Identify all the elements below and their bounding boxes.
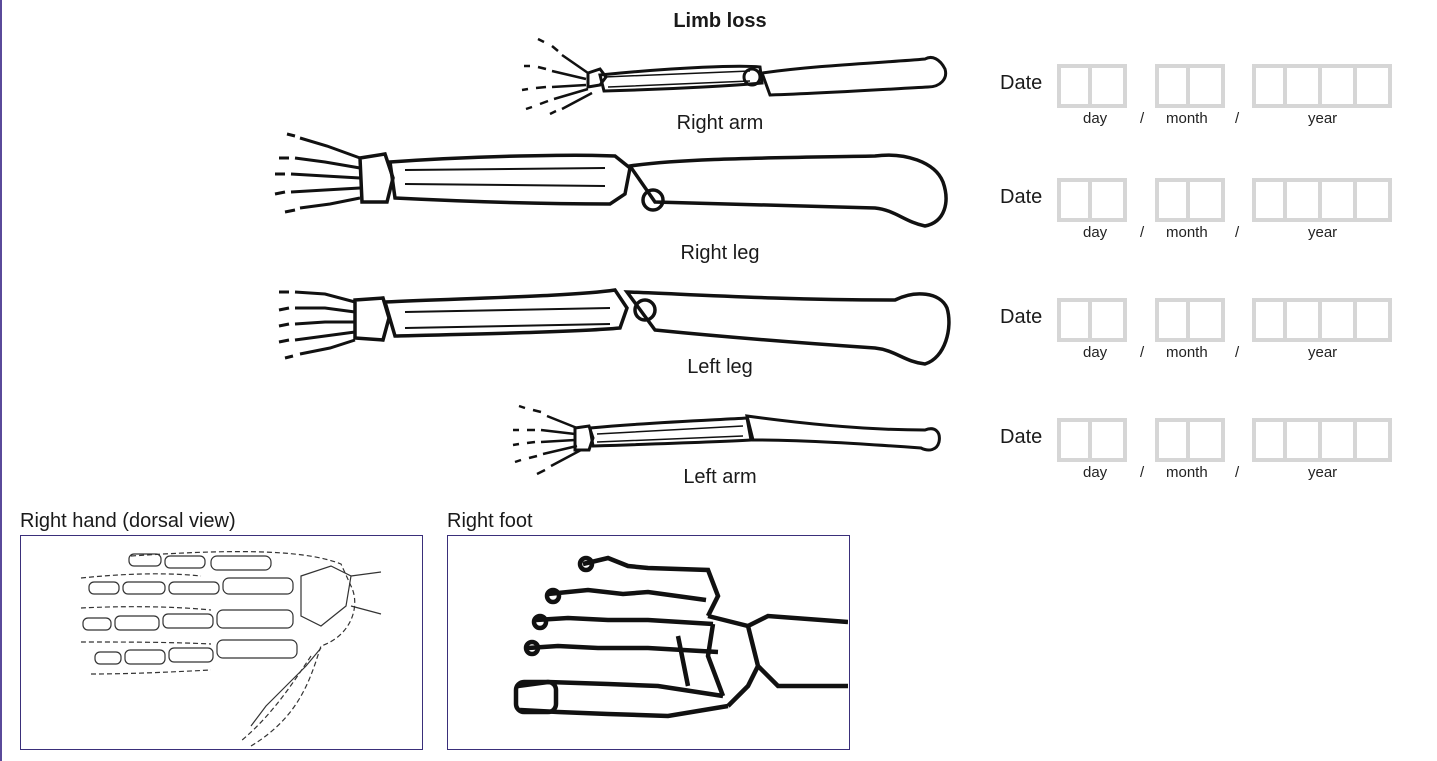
month-caption: month xyxy=(1166,344,1208,361)
date-label: Date xyxy=(1000,426,1042,449)
date-row-left-arm: Date day / month / year xyxy=(1000,418,1420,488)
day-digit-1[interactable] xyxy=(1057,418,1092,462)
year-caption: year xyxy=(1308,224,1337,241)
year-digit-2[interactable] xyxy=(1287,64,1322,108)
left-leg-bones-icon xyxy=(255,278,955,388)
date-separator: / xyxy=(1140,464,1144,481)
year-digit-1[interactable] xyxy=(1252,64,1287,108)
year-digit-4[interactable] xyxy=(1357,64,1392,108)
date-separator: / xyxy=(1235,464,1239,481)
month-digit-1[interactable] xyxy=(1155,418,1190,462)
year-digit-3[interactable] xyxy=(1322,418,1357,462)
month-digit-2[interactable] xyxy=(1190,64,1225,108)
date-separator: / xyxy=(1140,224,1144,241)
day-digit-2[interactable] xyxy=(1092,298,1127,342)
day-digit-1[interactable] xyxy=(1057,178,1092,222)
hand-panel-label: Right hand (dorsal view) xyxy=(20,510,236,533)
year-digit-4[interactable] xyxy=(1357,298,1392,342)
date-row-right-leg: Date day / month / year xyxy=(1000,178,1420,248)
year-digit-1[interactable] xyxy=(1252,298,1287,342)
day-digit-2[interactable] xyxy=(1092,64,1127,108)
year-digit-2[interactable] xyxy=(1287,178,1322,222)
date-separator: / xyxy=(1235,110,1239,127)
day-caption: day xyxy=(1083,464,1107,481)
year-caption: year xyxy=(1308,110,1337,127)
day-caption: day xyxy=(1083,224,1107,241)
date-label: Date xyxy=(1000,186,1042,209)
month-digit-1[interactable] xyxy=(1155,64,1190,108)
year-caption: year xyxy=(1308,344,1337,361)
day-caption: day xyxy=(1083,110,1107,127)
month-caption: month xyxy=(1166,464,1208,481)
page-left-border xyxy=(0,0,2,761)
limb-label-right-leg: Right leg xyxy=(620,242,820,265)
right-hand-dorsal-icon xyxy=(21,536,421,748)
day-digit-1[interactable] xyxy=(1057,64,1092,108)
year-digit-1[interactable] xyxy=(1252,418,1287,462)
year-digit-4[interactable] xyxy=(1357,418,1392,462)
date-row-right-arm: Date day / month / year xyxy=(1000,64,1420,134)
left-leg-diagram xyxy=(255,278,955,388)
month-caption: month xyxy=(1166,224,1208,241)
day-digit-2[interactable] xyxy=(1092,418,1127,462)
limb-label-left-arm: Left arm xyxy=(620,466,820,489)
day-digit-1[interactable] xyxy=(1057,298,1092,342)
day-caption: day xyxy=(1083,344,1107,361)
foot-panel[interactable] xyxy=(447,535,850,750)
right-arm-bones-icon xyxy=(500,25,960,115)
limb-label-left-leg: Left leg xyxy=(620,356,820,379)
right-arm-diagram xyxy=(500,25,960,115)
date-separator: / xyxy=(1140,344,1144,361)
foot-panel-label: Right foot xyxy=(447,510,533,533)
year-digit-3[interactable] xyxy=(1322,298,1357,342)
month-caption: month xyxy=(1166,110,1208,127)
year-digit-1[interactable] xyxy=(1252,178,1287,222)
date-separator: / xyxy=(1140,110,1144,127)
month-digit-2[interactable] xyxy=(1190,178,1225,222)
right-foot-bones-icon xyxy=(448,536,848,748)
date-label: Date xyxy=(1000,306,1042,329)
month-digit-1[interactable] xyxy=(1155,178,1190,222)
right-leg-bones-icon xyxy=(255,122,955,242)
date-separator: / xyxy=(1235,224,1239,241)
right-leg-diagram xyxy=(255,122,955,242)
month-digit-1[interactable] xyxy=(1155,298,1190,342)
year-digit-2[interactable] xyxy=(1287,418,1322,462)
date-separator: / xyxy=(1235,344,1239,361)
date-row-left-leg: Date day / month / year xyxy=(1000,298,1420,368)
year-digit-3[interactable] xyxy=(1322,64,1357,108)
year-caption: year xyxy=(1308,464,1337,481)
year-digit-4[interactable] xyxy=(1357,178,1392,222)
hand-panel[interactable] xyxy=(20,535,423,750)
month-digit-2[interactable] xyxy=(1190,298,1225,342)
date-label: Date xyxy=(1000,72,1042,95)
year-digit-2[interactable] xyxy=(1287,298,1322,342)
day-digit-2[interactable] xyxy=(1092,178,1127,222)
year-digit-3[interactable] xyxy=(1322,178,1357,222)
month-digit-2[interactable] xyxy=(1190,418,1225,462)
